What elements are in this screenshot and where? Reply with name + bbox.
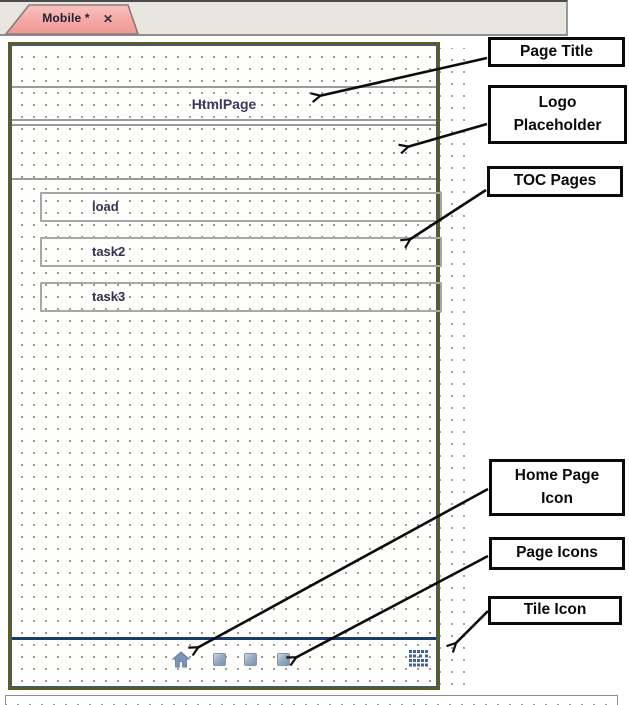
title-row-divider-top <box>12 86 436 88</box>
callout-home-page-icon: Home Page Icon <box>489 459 625 516</box>
toc-page-item[interactable]: task3 <box>40 282 442 312</box>
page-title-element[interactable]: HtmlPage <box>191 96 257 112</box>
tab-close-icon[interactable]: ✕ <box>102 12 114 26</box>
design-canvas[interactable]: HtmlPage load task2 task3 <box>8 42 442 690</box>
callout-label: Home Page Icon <box>514 467 600 507</box>
callout-label: Page Icons <box>516 544 598 562</box>
toc-page-item[interactable]: task2 <box>40 237 442 267</box>
title-row-divider-bottom <box>12 119 436 121</box>
tab-title[interactable]: Mobile * <box>42 11 90 25</box>
logo-area-divider-bottom <box>12 178 436 180</box>
next-design-surface <box>5 695 618 705</box>
callout-logo-placeholder: Logo Placeholder <box>488 85 627 144</box>
callout-label: TOC Pages <box>513 172 597 190</box>
callout-page-title: Page Title <box>488 37 625 67</box>
callout-label: Page Title <box>520 42 593 60</box>
logo-placeholder-area[interactable] <box>12 126 436 178</box>
toc-page-item[interactable]: load <box>40 192 442 222</box>
page-icon[interactable] <box>277 653 290 666</box>
mobile-tab-shape[interactable] <box>2 4 144 35</box>
page-icon[interactable] <box>213 653 226 666</box>
callout-label: Logo Placeholder <box>513 94 602 134</box>
logo-area-divider-top <box>12 124 436 126</box>
callout-toc-pages: TOC Pages <box>487 166 623 197</box>
footer-divider <box>12 637 436 640</box>
workspace-grid-dots <box>440 48 474 688</box>
callout-page-icons: Page Icons <box>489 537 625 570</box>
page-icon[interactable] <box>244 653 257 666</box>
callout-tile-icon: Tile Icon <box>488 596 622 625</box>
home-icon[interactable] <box>172 651 190 668</box>
tab-strip: Mobile * ✕ <box>0 0 568 36</box>
callout-label: Tile Icon <box>523 601 587 619</box>
tile-icon[interactable] <box>409 650 429 668</box>
